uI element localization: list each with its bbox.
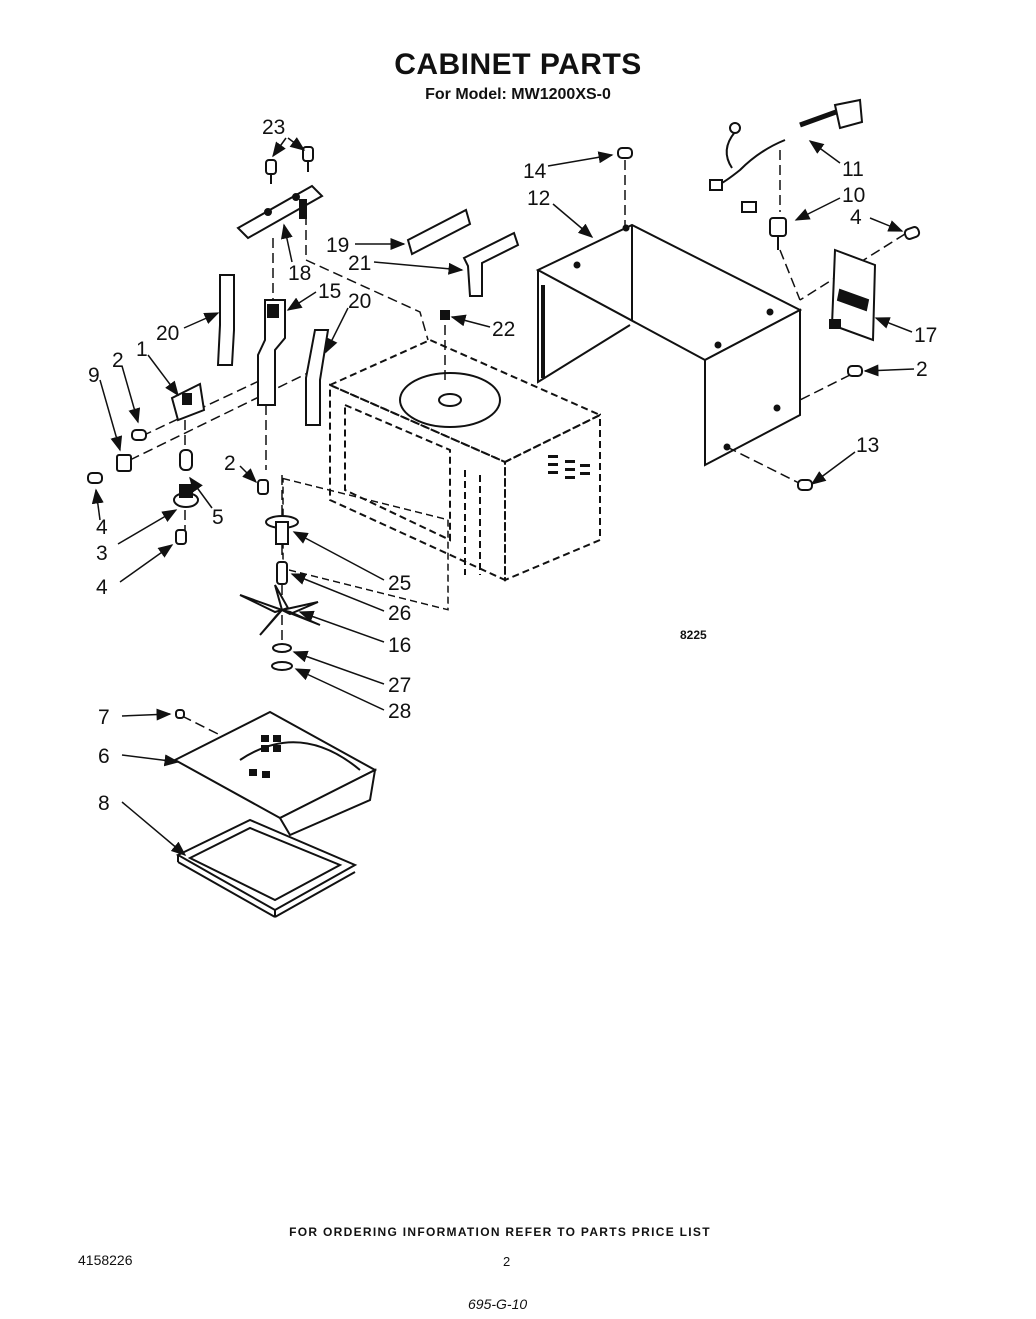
filter-panel [175, 818, 358, 918]
callout-9: 9 [88, 364, 100, 387]
callout-13: 13 [856, 434, 879, 457]
callout-21: 21 [348, 252, 371, 275]
callout-26: 26 [388, 602, 411, 625]
hinge-brackets [216, 274, 330, 426]
callout-20-right: 20 [348, 290, 371, 313]
callout-10: 10 [842, 184, 865, 207]
callout-25: 25 [388, 572, 411, 595]
door-clip [116, 454, 132, 472]
callout-23: 23 [262, 116, 285, 139]
callout-7: 7 [98, 706, 110, 729]
callout-4-left-upper: 4 [96, 516, 108, 539]
clip-22 [440, 310, 450, 320]
back-bracket [829, 248, 877, 342]
callout-27: 27 [388, 674, 411, 697]
power-cord [709, 98, 864, 213]
wire-connector [769, 217, 787, 250]
ordering-note: FOR ORDERING INFORMATION REFER TO PARTS … [289, 1225, 711, 1239]
callout-20-left: 20 [156, 322, 179, 345]
callout-1: 1 [136, 338, 148, 361]
screws [87, 147, 921, 545]
callout-6: 6 [98, 745, 110, 768]
callout-17: 17 [914, 324, 937, 347]
cabinet-wrapper [535, 223, 803, 467]
diagram-code: 8225 [680, 628, 707, 642]
hinge-plate [236, 184, 324, 240]
callout-22: 22 [492, 318, 515, 341]
door-stoppers [406, 208, 520, 297]
turntable-platter [399, 372, 501, 428]
callout-19: 19 [326, 234, 349, 257]
document-number: 4158226 [78, 1252, 133, 1268]
callout-4-top-right: 4 [850, 206, 862, 229]
callout-2-left: 2 [112, 349, 124, 372]
handwritten-note: 695-G-10 [468, 1296, 528, 1312]
callout-3: 3 [96, 542, 108, 565]
callout-numbers: 23 14 12 11 10 4 19 21 18 15 20 20 22 17… [88, 116, 937, 815]
assembly-lines [129, 150, 906, 744]
callout-leaders [91, 137, 915, 856]
callout-4-left-lower: 4 [96, 576, 108, 599]
air-guide [172, 709, 378, 837]
callout-18: 18 [288, 262, 311, 285]
callout-12: 12 [527, 187, 550, 210]
oven-cavity [327, 338, 603, 582]
hinge-arm [257, 299, 286, 406]
hinge-screws [265, 146, 314, 184]
callout-15: 15 [318, 280, 341, 303]
callout-28: 28 [388, 700, 411, 723]
model-subtitle: For Model: MW1200XS-0 [425, 86, 611, 103]
lamp-assembly [173, 449, 199, 508]
callout-14: 14 [523, 160, 547, 183]
callout-2-center: 2 [224, 452, 236, 475]
callout-16: 16 [388, 634, 411, 657]
page-title: CABINET PARTS [394, 48, 642, 81]
cavity-vent-slots [548, 455, 590, 479]
callout-2-right: 2 [916, 358, 928, 381]
page-number: 2 [503, 1254, 511, 1269]
callout-8: 8 [98, 792, 110, 815]
door-latch [170, 382, 206, 422]
callout-11: 11 [842, 158, 864, 181]
callout-5: 5 [212, 506, 224, 529]
